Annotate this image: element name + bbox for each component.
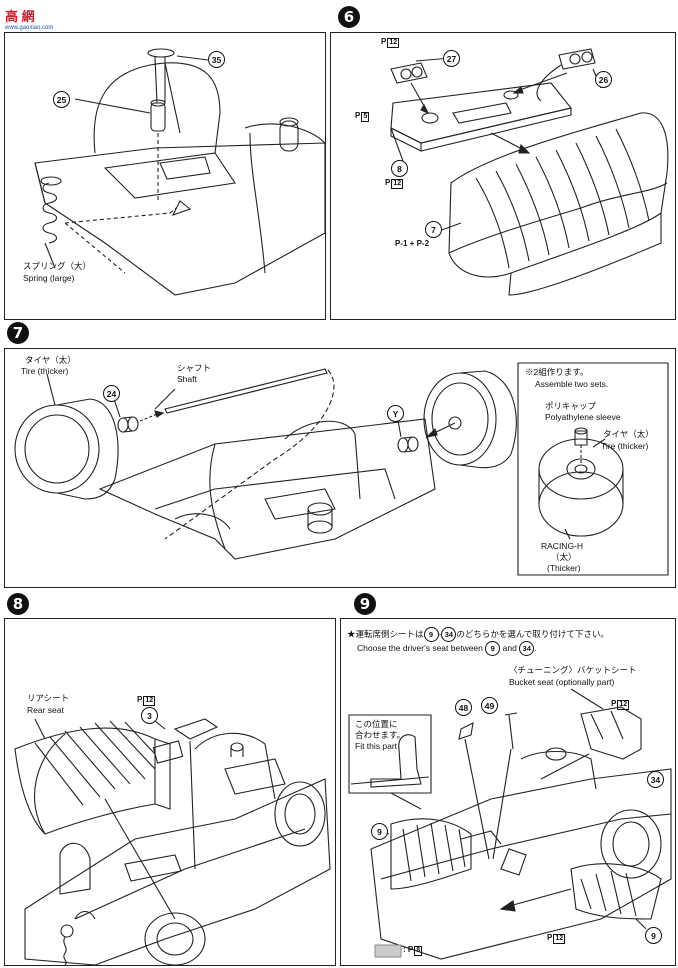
part-34-callout: 34 bbox=[647, 771, 664, 788]
rear-seat-label-en: Rear seat bbox=[27, 705, 64, 715]
step-8-drawing bbox=[5, 619, 335, 965]
step-7-number: 7 bbox=[7, 322, 29, 344]
tire-label-jp: タイヤ（太） bbox=[25, 355, 76, 365]
part-26-callout: 26 bbox=[595, 71, 612, 88]
part-48-callout: 48 bbox=[455, 699, 472, 716]
step-6-drawing bbox=[331, 33, 675, 319]
fit-label-jp-1: この位置に bbox=[355, 719, 398, 729]
rear-seat-label-jp: リアシート bbox=[27, 693, 70, 703]
step-7-panel: タイヤ（太） Tire (thicker) シャフト Shaft 24 Y ※2… bbox=[4, 348, 676, 588]
fit-label-jp-2: 合わせます。 bbox=[355, 730, 406, 740]
watermark-text: 高 網 bbox=[5, 9, 35, 24]
fit-label-en: Fit this part bbox=[355, 741, 398, 751]
tire-label-en: Tire (thicker) bbox=[21, 366, 69, 376]
part-49-callout: 49 bbox=[481, 697, 498, 714]
bucket-seat-label-jp: 〈チューニング〉バケットシート bbox=[509, 665, 637, 675]
note-en-part-34: 34 bbox=[519, 641, 535, 656]
part-7-ref: P-1 + P-2 bbox=[395, 239, 430, 248]
watermark-logo: 高 網 www.gaoxiao.com bbox=[5, 6, 53, 31]
part-3-callout: 3 bbox=[141, 707, 158, 724]
bucket-seat-label-en: Bucket seat (optionally part) bbox=[509, 677, 615, 687]
step-5-drawing bbox=[5, 33, 325, 319]
part-27-callout: 27 bbox=[443, 50, 460, 67]
note-part-34: 34 bbox=[441, 627, 457, 642]
part-8-callout: 8 bbox=[391, 160, 408, 177]
poly-label-jp: ポリキャップ bbox=[545, 401, 597, 411]
box-note-jp: ※2組作ります。 bbox=[525, 367, 589, 377]
step-5-panel: 35 25 スプリング（大） Spring (large) bbox=[4, 32, 326, 320]
part-y-callout: Y bbox=[387, 405, 404, 422]
racing-label-jp: （太） bbox=[551, 552, 577, 562]
step-7-drawing bbox=[5, 349, 675, 587]
spring-label-en: Spring (large) bbox=[23, 273, 75, 283]
box-note-en: Assemble two sets. bbox=[535, 379, 609, 389]
part-7-callout: 7 bbox=[425, 221, 442, 238]
box-tire-label-en: Tire (thicker) bbox=[601, 441, 649, 451]
part-9-callout-left: 9 bbox=[371, 823, 388, 840]
racing-label: RACING-H bbox=[541, 541, 584, 551]
seat-choice-note-en: Choose the driver's seat between 9 and 3… bbox=[357, 641, 537, 656]
step-6-number: 6 bbox=[338, 6, 360, 28]
step-8-number: 8 bbox=[7, 593, 29, 615]
shaft-label-en: Shaft bbox=[177, 374, 197, 384]
part-24-callout: 24 bbox=[103, 385, 120, 402]
note-en-part-9: 9 bbox=[485, 641, 501, 656]
step-9-number: 9 bbox=[354, 593, 376, 615]
part-25-callout: 25 bbox=[53, 91, 70, 108]
watermark-url: www.gaoxiao.com bbox=[5, 25, 54, 31]
part-35-callout: 35 bbox=[208, 51, 225, 68]
note-part-9: 9 bbox=[423, 627, 439, 642]
box-tire-label-jp: タイヤ（太） bbox=[603, 429, 654, 439]
part-9-callout-right: 9 bbox=[645, 927, 662, 944]
racing-label-en: (Thicker) bbox=[547, 563, 581, 573]
spring-label-jp: スプリング（大） bbox=[23, 261, 92, 271]
shaft-label-jp: シャフト bbox=[177, 363, 212, 373]
poly-label-en: Polyathylene sleeve bbox=[545, 412, 621, 422]
